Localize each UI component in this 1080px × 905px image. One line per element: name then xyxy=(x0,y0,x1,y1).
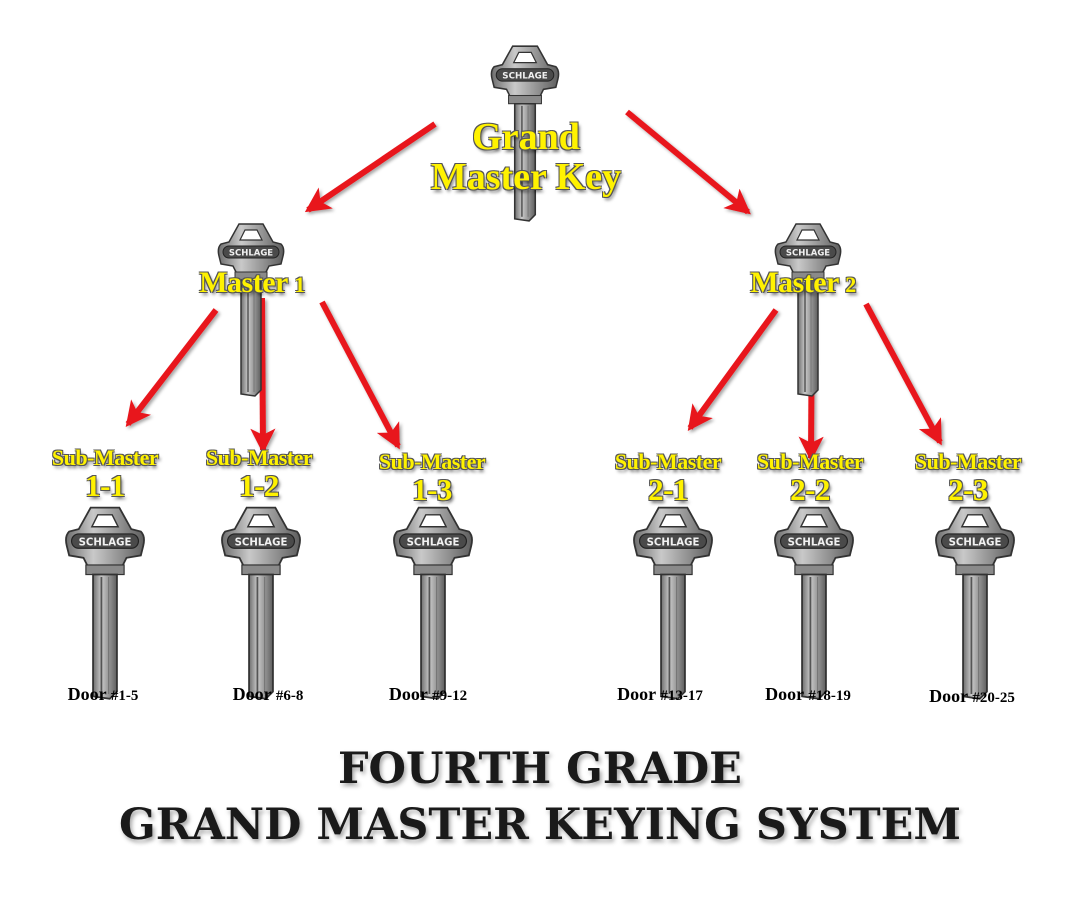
svg-text:SCHLAGE: SCHLAGE xyxy=(502,72,547,82)
system-title-line2: GRAND MASTER KEYING SYSTEM xyxy=(118,800,961,850)
door-label-4-range: #13-17 xyxy=(660,688,703,704)
door-label-5-word: Door xyxy=(765,684,804,704)
sub-master-1-1-key-icon: SCHLAGE xyxy=(62,505,148,700)
sub-master-1-1-label: Sub-Master 1-1 xyxy=(51,445,159,503)
grand-master-label-line2: Master Key xyxy=(430,155,622,198)
svg-text:SCHLAGE: SCHLAGE xyxy=(407,537,460,548)
door-label-2: Door #6-8 xyxy=(233,684,304,705)
master-1-word: Master xyxy=(199,266,288,299)
svg-text:SCHLAGE: SCHLAGE xyxy=(647,537,700,548)
svg-text:SCHLAGE: SCHLAGE xyxy=(949,537,1002,548)
sub-master-1-3-word: Sub-Master xyxy=(378,449,486,474)
master-2-number: 2 xyxy=(845,272,856,297)
sub-master-2-2-code: 2-2 xyxy=(790,472,830,507)
svg-text:SCHLAGE: SCHLAGE xyxy=(79,537,132,548)
sub-master-1-2-label: Sub-Master 1-2 xyxy=(205,445,313,503)
sub-master-1-2-word: Sub-Master xyxy=(205,445,313,470)
door-label-1-word: Door xyxy=(67,684,107,704)
master-1-key-icon: SCHLAGE xyxy=(215,222,287,397)
arrow-m1-to-s13 xyxy=(319,300,401,450)
door-label-6: Door #20-25 xyxy=(929,686,1015,707)
grand-master-label-line1: Grand xyxy=(472,116,580,158)
sub-master-1-3-label: Sub-Master 1-3 xyxy=(378,449,486,507)
arrow-m1-to-s11 xyxy=(125,308,219,427)
master-2-key-icon: SCHLAGE xyxy=(772,222,844,397)
sub-master-2-2-word: Sub-Master xyxy=(756,449,864,474)
arrow-m2-to-s21 xyxy=(687,308,779,432)
grand-master-key-icon: SCHLAGE xyxy=(488,44,562,222)
sub-master-2-1-code: 2-1 xyxy=(648,472,688,507)
master-2-label: Master 2 xyxy=(750,268,856,298)
door-label-6-word: Door xyxy=(929,686,968,706)
sub-master-1-2-key-icon: SCHLAGE xyxy=(218,505,304,700)
door-label-4: Door #13-17 xyxy=(617,684,703,705)
sub-master-2-3-label: Sub-Master 2-3 xyxy=(914,449,1022,507)
sub-master-1-3-code: 1-3 xyxy=(412,472,452,507)
door-label-3-range: #9-12 xyxy=(432,688,468,704)
master-2-word: Master xyxy=(750,266,839,299)
door-label-5-range: #18-19 xyxy=(808,688,851,704)
sub-master-2-1-word: Sub-Master xyxy=(614,449,722,474)
sub-master-2-3-code: 2-3 xyxy=(948,472,988,507)
door-label-2-word: Door xyxy=(232,684,272,704)
sub-master-1-3-key-icon: SCHLAGE xyxy=(390,505,476,700)
arrow-gm-to-m1 xyxy=(304,121,437,213)
arrow-m2-to-s23 xyxy=(863,302,943,446)
door-label-5: Door #18-19 xyxy=(765,684,851,705)
grand-master-label: Grand Master Key xyxy=(430,116,622,198)
sub-master-2-3-key-icon: SCHLAGE xyxy=(932,505,1018,700)
svg-text:SCHLAGE: SCHLAGE xyxy=(229,249,273,259)
sub-master-2-2-key-icon: SCHLAGE xyxy=(771,505,857,700)
system-title-line1: FOURTH GRADE xyxy=(338,744,742,794)
arrow-gm-to-m2 xyxy=(625,109,751,215)
sub-master-2-3-word: Sub-Master xyxy=(914,449,1022,474)
door-label-2-range: #6-8 xyxy=(275,688,304,704)
door-label-1: Door #1-5 xyxy=(68,684,139,705)
door-label-4-word: Door xyxy=(617,684,656,704)
door-label-3: Door #9-12 xyxy=(389,684,467,705)
sub-master-1-1-code: 1-1 xyxy=(85,468,125,503)
master-1-number: 1 xyxy=(294,272,305,297)
door-label-3-word: Door xyxy=(388,684,428,704)
svg-text:SCHLAGE: SCHLAGE xyxy=(786,249,830,259)
door-label-6-range: #20-25 xyxy=(972,690,1015,706)
sub-master-2-1-label: Sub-Master 2-1 xyxy=(614,449,722,507)
svg-text:SCHLAGE: SCHLAGE xyxy=(235,537,288,548)
svg-text:SCHLAGE: SCHLAGE xyxy=(788,537,841,548)
door-label-1-range: #1-5 xyxy=(110,688,139,704)
master-1-label: Master 1 xyxy=(199,268,305,298)
arrow-m1-to-s12 xyxy=(250,297,276,454)
sub-master-1-2-code: 1-2 xyxy=(239,468,279,503)
sub-master-2-2-label: Sub-Master 2-2 xyxy=(756,449,864,507)
sub-master-2-1-key-icon: SCHLAGE xyxy=(630,505,716,700)
sub-master-1-1-word: Sub-Master xyxy=(51,445,159,470)
